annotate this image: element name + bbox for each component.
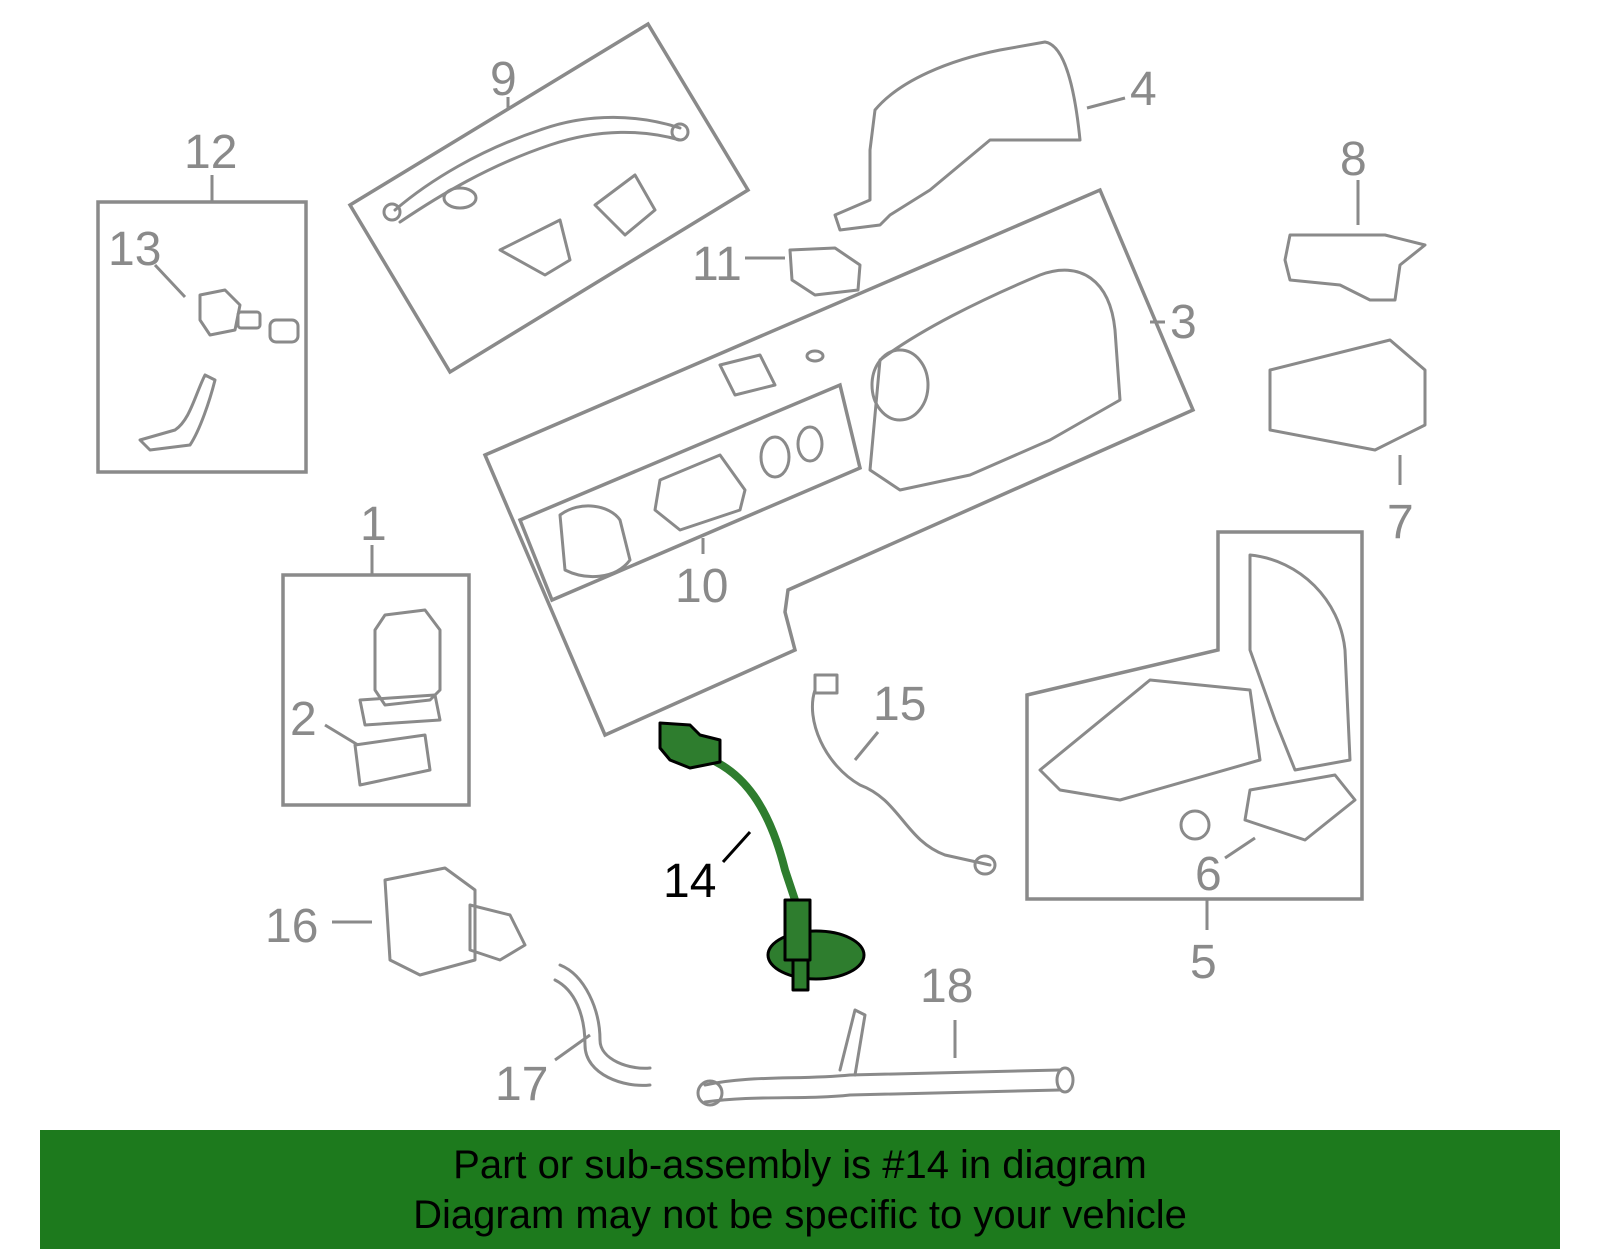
callout-14: 14 (663, 855, 716, 908)
part-group-5 (1025, 530, 1364, 930)
callout-11: 11 (692, 238, 742, 291)
callout-15: 15 (873, 678, 926, 731)
callout-13: 13 (108, 223, 161, 276)
part-14-highlighted (658, 721, 866, 992)
part-15 (810, 673, 997, 876)
part-17 (553, 963, 652, 1087)
part-group-3 (482, 187, 1196, 738)
part-group-9 (347, 21, 751, 375)
callout-17: 17 (495, 1058, 548, 1111)
callout-8: 8 (1340, 133, 1367, 186)
part-group-1 (281, 545, 471, 807)
callout-6: 6 (1195, 848, 1222, 901)
callout-12: 12 (184, 126, 237, 179)
part-18 (696, 1008, 1075, 1107)
callout-16: 16 (265, 900, 318, 953)
part-16 (332, 866, 527, 977)
banner-line-2: Diagram may not be specific to your vehi… (413, 1193, 1187, 1237)
callout-2: 2 (290, 693, 317, 746)
callout-9: 9 (490, 53, 517, 106)
callout-18: 18 (920, 960, 973, 1013)
part-4-shield (833, 40, 1126, 232)
callout-10: 10 (675, 560, 728, 613)
info-banner: Part or sub-assembly is #14 in diagram D… (40, 1130, 1560, 1249)
callout-5: 5 (1190, 936, 1217, 989)
part-11 (745, 246, 862, 297)
part-7 (1268, 338, 1427, 485)
part-group-12 (96, 175, 308, 474)
callout-7: 7 (1387, 496, 1414, 549)
part-8 (1283, 180, 1427, 302)
callout-3: 3 (1170, 296, 1197, 349)
callout-4: 4 (1130, 63, 1157, 116)
callout-1: 1 (360, 498, 387, 551)
banner-line-1: Part or sub-assembly is #14 in diagram (453, 1143, 1147, 1187)
